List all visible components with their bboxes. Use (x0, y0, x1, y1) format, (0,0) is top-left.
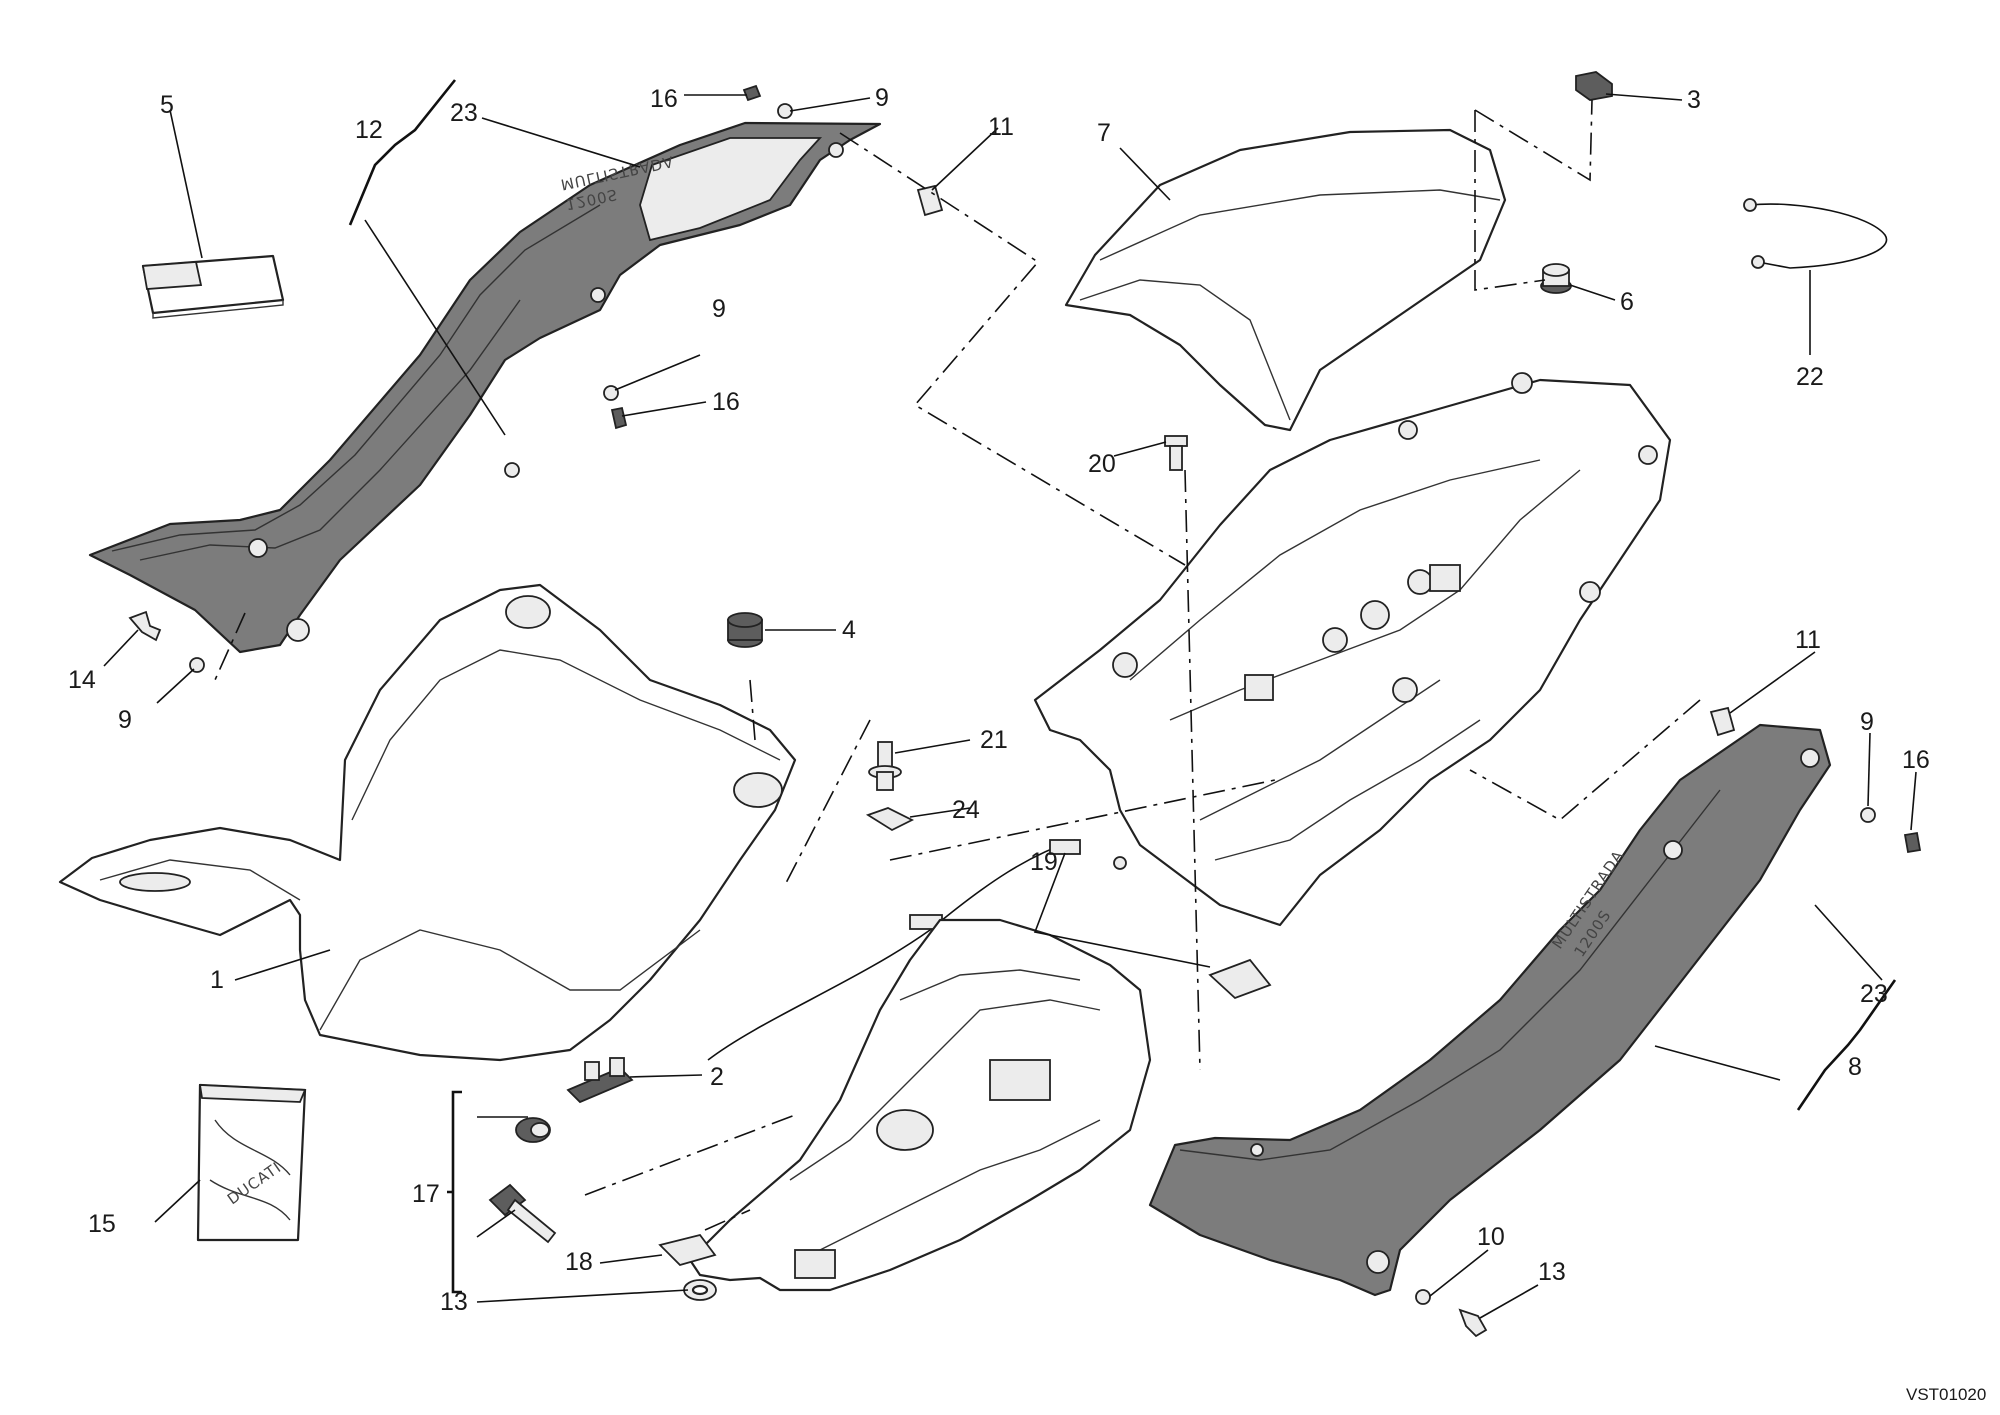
drawing-code: VST01020 (1906, 1385, 1986, 1404)
callout-9-mid: 9 (712, 295, 726, 323)
part-16-screw-mid (610, 406, 628, 430)
part-9-washer-mid (603, 385, 619, 401)
part-9-washer-right (1860, 807, 1876, 823)
callout-16-right: 16 (1902, 746, 1930, 774)
part-21-pin (868, 741, 902, 791)
part-20-cable (707, 839, 1272, 1061)
part-12-left-side-cover: MULTISTRADA 1200S (88, 121, 882, 654)
part-18-lock-plate (658, 1233, 717, 1267)
part-2-lock-pin (566, 1057, 634, 1104)
callout-23-right: 23 (1860, 980, 1888, 1008)
part-15-tool-bag: DUCATI (196, 1083, 307, 1242)
part-4-grommet (727, 612, 763, 648)
part-9-washer-top (777, 103, 793, 119)
callout-19: 20 (1088, 450, 1116, 478)
callout-4: 4 (842, 616, 856, 644)
callout-10-right: 10 (1477, 1223, 1505, 1251)
callout-6: 6 (1620, 288, 1634, 316)
callout-9-top: 9 (875, 84, 889, 112)
callout-7: 7 (1097, 119, 1111, 147)
part-10-washer-right (1415, 1289, 1431, 1305)
callout-11-top: 11 (988, 113, 1014, 141)
callout-5: 5 (160, 91, 174, 119)
callout-13-right: 13 (1538, 1258, 1566, 1286)
part-13-bolt-right (1458, 1308, 1488, 1338)
part-13-bolt-left (128, 610, 162, 642)
undertray (688, 918, 1152, 1292)
callout-2: 2 (710, 1063, 724, 1091)
rear-subframe (1033, 372, 1672, 927)
callout-14: 13 (440, 1288, 468, 1316)
callout-16-mid: 16 (712, 388, 740, 416)
part-16-screw-right (1903, 831, 1922, 854)
part-24-plate (865, 807, 915, 832)
callout-22: 22 (1796, 363, 1824, 391)
callout-15: 15 (88, 1210, 116, 1238)
part-1-rider-seat (58, 583, 797, 1062)
callout-17: 17 (412, 1180, 440, 1208)
part-22-cable-wire (1743, 198, 1888, 269)
callout-9-right: 9 (1860, 708, 1874, 736)
callout-11-right: 11 (1795, 626, 1821, 654)
part-17-key (488, 1183, 557, 1244)
leader-lines (103, 93, 1917, 1319)
callout-1: 1 (210, 966, 224, 994)
callout-labels: 5 12 23 16 9 11 7 3 6 22 9 16 20 4 21 24… (68, 84, 1986, 1404)
part-11-clip-right (1709, 706, 1736, 737)
callout-13-left: 14 (68, 666, 96, 694)
callout-20: 19 (1030, 848, 1058, 876)
part-19-bolt (1164, 435, 1188, 471)
callout-8: 8 (1848, 1053, 1862, 1081)
callout-10-left: 9 (118, 706, 132, 734)
callout-23-left: 23 (450, 99, 478, 127)
callout-12: 12 (355, 116, 383, 144)
callout-18: 18 (565, 1248, 593, 1276)
callout-24: 24 (952, 796, 980, 824)
callout-21: 21 (980, 726, 1008, 754)
part-3-clip (1575, 71, 1613, 101)
callout-16-top: 16 (650, 85, 678, 113)
part-14-nut (683, 1279, 717, 1301)
part-6-spacer (1540, 263, 1572, 294)
group-brackets (348, 79, 1897, 1294)
callout-3: 3 (1687, 86, 1701, 114)
part-5-manual-booklet (141, 254, 285, 319)
part-11-clip-top (916, 184, 944, 217)
assembly-lines (214, 99, 1701, 1231)
part-7-passenger-seat (1064, 128, 1507, 432)
part-16-screw-top (742, 84, 762, 102)
part-17-lock-cylinder (515, 1117, 551, 1143)
